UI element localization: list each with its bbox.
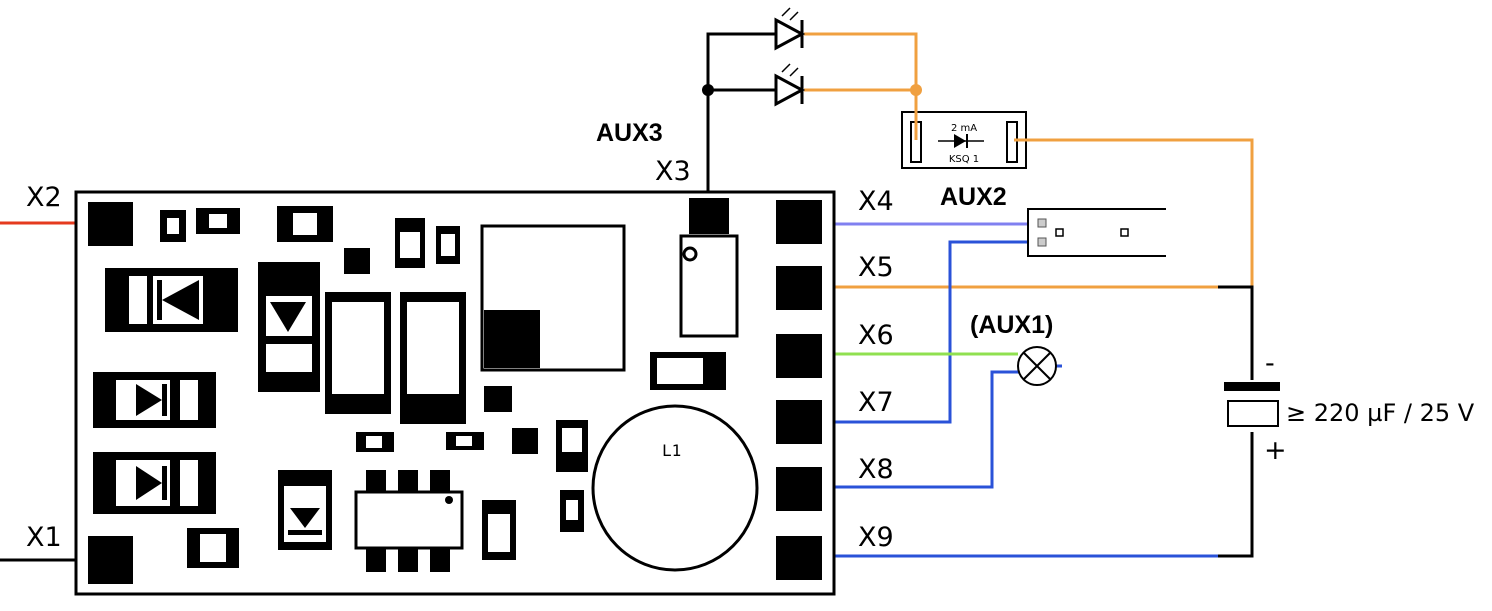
- led-top: [774, 7, 806, 51]
- label-aux2: AUX2: [940, 183, 1007, 211]
- wire-ksq-cap: [1014, 138, 1254, 287]
- label-x2: X2: [26, 182, 62, 213]
- label-aux3: AUX3: [596, 119, 663, 147]
- pad-x5: [776, 266, 822, 310]
- pad-x8: [776, 467, 822, 511]
- label-x3: X3: [655, 156, 691, 187]
- label-x4: X4: [858, 186, 894, 217]
- capacitor-plus-label: +: [1264, 435, 1287, 466]
- wires: [0, 32, 1254, 562]
- capacitor: [1224, 382, 1280, 427]
- wire-x3-aux3: [706, 32, 776, 200]
- pad-x1: [88, 536, 133, 584]
- label-x7: X7: [858, 387, 894, 418]
- ksq-current: 2 mA: [951, 123, 977, 134]
- ksq-module: 2 mA KSQ 1: [901, 111, 1027, 169]
- pad-x9: [776, 536, 822, 580]
- wire-led1-ksq: [804, 32, 918, 140]
- aux2-led-strip: [1027, 208, 1166, 257]
- wire-x7: [810, 240, 1040, 424]
- pad-x6: [776, 334, 822, 378]
- label-x6: X6: [858, 320, 894, 351]
- wire-x8: [810, 370, 1026, 489]
- label-aux1: (AUX1): [970, 311, 1053, 339]
- junction-dot-led: [910, 84, 922, 96]
- pad-x3: [689, 198, 729, 234]
- label-x9: X9: [858, 522, 894, 553]
- ksq-name: KSQ 1: [949, 154, 979, 165]
- label-x5: X5: [858, 252, 894, 283]
- wire-cap-plus: [1218, 432, 1254, 558]
- capacitor-minus-label: -: [1265, 348, 1275, 379]
- label-x8: X8: [858, 454, 894, 485]
- junction-dot-aux3: [702, 84, 714, 96]
- wire-cap-minus: [1218, 285, 1254, 380]
- led-bottom: [774, 63, 806, 107]
- inductor-label: L1: [662, 441, 681, 460]
- label-x1: X1: [26, 522, 62, 553]
- aux1-lamp: [1017, 346, 1057, 386]
- capacitor-value: ≥ 220 µF / 25 V: [1286, 399, 1475, 427]
- pad-x7: [776, 400, 822, 444]
- decoder-board: L1: [74, 190, 836, 596]
- pad-x2: [88, 202, 133, 246]
- pad-x4: [776, 200, 822, 244]
